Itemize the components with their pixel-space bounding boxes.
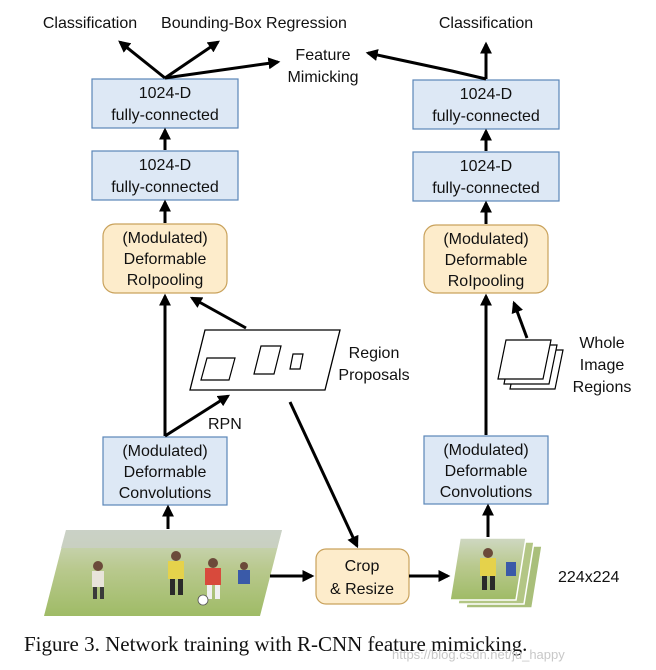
- left-roipool-box: (Modulated) Deformable RoIpooling: [102, 223, 228, 294]
- right-roipool-line2: Deformable: [445, 252, 528, 269]
- whole-image-regions-line1: Whole: [579, 335, 624, 352]
- watermark: https://blog.csdn.net/ju_happy: [392, 647, 565, 662]
- cropped-images-stack: [449, 537, 543, 609]
- right-roipool-box: (Modulated) Deformable RoIpooling: [423, 224, 549, 294]
- region-proposals-line2: Proposals: [338, 367, 409, 384]
- crop-resize-line1: Crop: [345, 558, 380, 575]
- whole-image-regions-stack: [497, 339, 564, 390]
- left-output-classification: Classification: [43, 15, 137, 32]
- left-output-bbox-regression: Bounding-Box Regression: [161, 15, 347, 32]
- left-conv-line3: Convolutions: [119, 485, 212, 502]
- right-fc-top-line2: fully-connected: [432, 108, 540, 125]
- arrow-proposals-to-roipool: [189, 296, 247, 330]
- left-roipool-line2: Deformable: [124, 251, 207, 268]
- right-conv-line1: (Modulated): [443, 442, 528, 459]
- arrow-proposals-to-crop: [288, 401, 359, 549]
- region-proposals-sheet: [189, 329, 341, 391]
- right-roipool-line1: (Modulated): [443, 231, 528, 248]
- whole-image-regions-line2: Image: [580, 357, 625, 374]
- left-fc-bottom-box: 1024-D fully-connected: [91, 150, 239, 201]
- rpn-label: RPN: [208, 416, 242, 433]
- right-output-classification: Classification: [439, 15, 533, 32]
- arrow-right-fc-to-mimicking: [365, 49, 487, 81]
- right-conv-line2: Deformable: [445, 463, 528, 480]
- left-conv-line2: Deformable: [124, 464, 207, 481]
- crop-resize-box: Crop & Resize: [315, 548, 410, 605]
- left-roipool-line1: (Modulated): [122, 230, 207, 247]
- left-fc-bottom-line2: fully-connected: [111, 179, 219, 196]
- left-roipool-line3: RoIpooling: [127, 272, 204, 289]
- right-fc-top-box: 1024-D fully-connected: [412, 79, 560, 130]
- feature-mimicking-line1: Feature: [295, 47, 350, 64]
- arrow-fc-to-classification: [118, 40, 166, 80]
- figure-caption: Figure 3. Network training with R-CNN fe…: [24, 632, 527, 656]
- arrow-left-fc-to-mimicking: [164, 57, 281, 80]
- left-fc-top-line1: 1024-D: [139, 85, 191, 102]
- whole-image-regions-line3: Regions: [573, 379, 632, 396]
- right-fc-top-line1: 1024-D: [460, 86, 512, 103]
- crop-resize-line2: & Resize: [330, 581, 394, 598]
- right-conv-line3: Convolutions: [440, 484, 533, 501]
- arrow-fc-to-bbox: [164, 40, 220, 80]
- right-roipool-line3: RoIpooling: [448, 273, 525, 290]
- right-fc-bottom-box: 1024-D fully-connected: [412, 151, 560, 202]
- right-fc-bottom-line2: fully-connected: [432, 180, 540, 197]
- right-conv-box: (Modulated) Deformable Convolutions: [423, 435, 549, 505]
- left-fc-top-line2: fully-connected: [111, 107, 219, 124]
- left-conv-line1: (Modulated): [122, 443, 207, 460]
- left-conv-box: (Modulated) Deformable Convolutions: [102, 436, 228, 506]
- right-fc-bottom-line1: 1024-D: [460, 158, 512, 175]
- region-proposals-line1: Region: [349, 345, 400, 362]
- feature-mimicking-line2: Mimicking: [287, 69, 358, 86]
- left-fc-bottom-line1: 1024-D: [139, 157, 191, 174]
- arrow-regions-to-roipool: [511, 300, 529, 339]
- input-image: [44, 530, 282, 616]
- left-fc-top-box: 1024-D fully-connected: [91, 78, 239, 129]
- arrow-conv-to-rpn: [164, 394, 231, 438]
- crop-size-label: 224x224: [558, 569, 619, 586]
